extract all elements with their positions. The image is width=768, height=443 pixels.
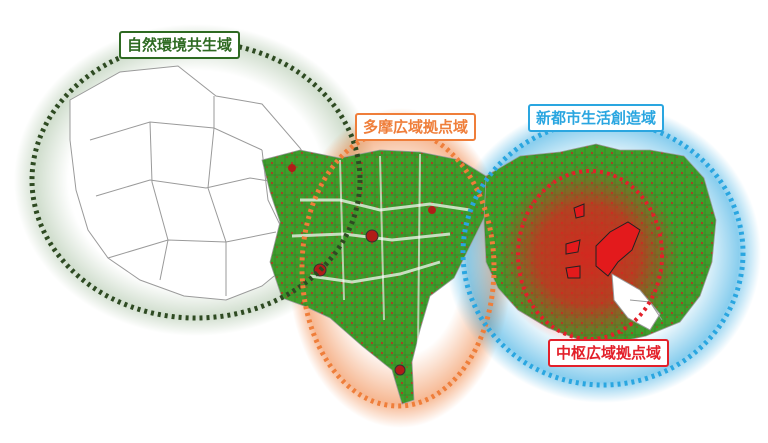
nature-zone-label: 自然環境共生域 — [119, 31, 241, 59]
tama-area-land — [261, 149, 487, 405]
new-city-zone-ring — [460, 118, 746, 388]
tama-zone-label: 多摩広域拠点域 — [355, 113, 477, 141]
nature-zone-ring — [29, 39, 363, 321]
center-zone-ring — [516, 169, 664, 341]
ward-area-land — [483, 143, 717, 345]
center-zone-label: 中枢広域拠点域 — [548, 339, 670, 367]
new-city-zone-label: 新都市生活創造域 — [528, 104, 665, 132]
